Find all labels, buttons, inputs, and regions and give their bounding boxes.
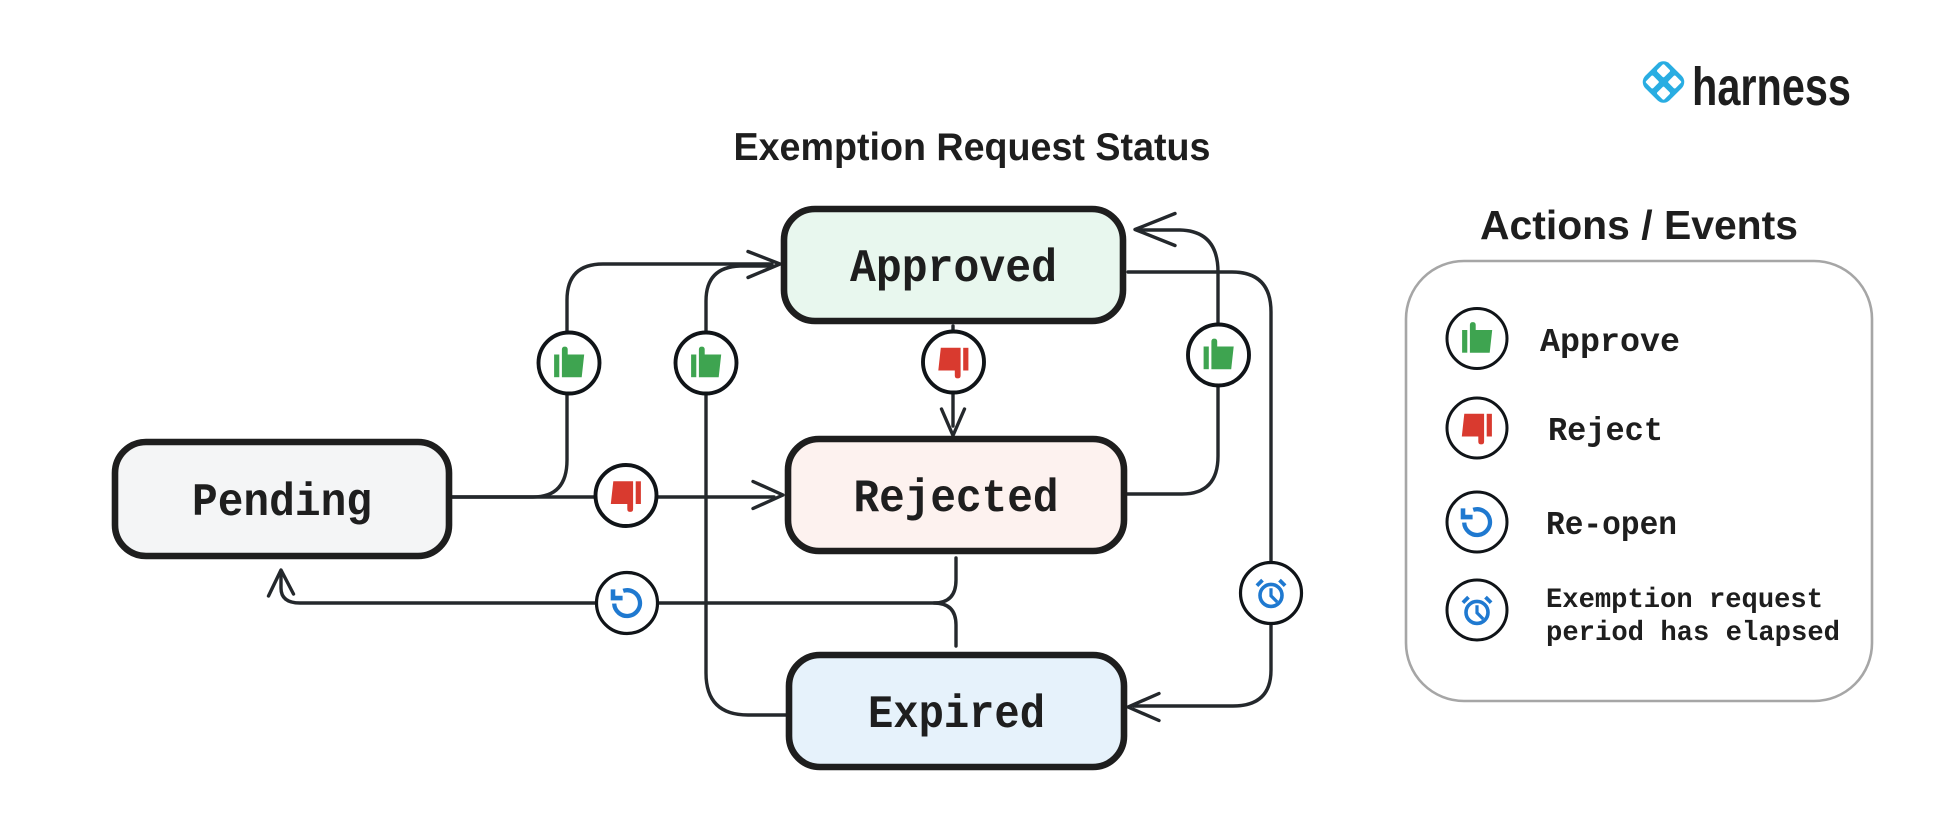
svg-text:Actions / Events: Actions / Events [1480,202,1798,248]
svg-text:Reject: Reject [1548,413,1663,450]
svg-text:Approved: Approved [850,243,1057,295]
svg-text:Rejected: Rejected [854,473,1059,525]
svg-text:Re-open: Re-open [1546,507,1677,544]
svg-text:period has elapsed: period has elapsed [1546,618,1840,649]
svg-text:Expired: Expired [868,689,1045,741]
svg-text:harness: harness [1692,57,1851,117]
svg-text:Exemption request: Exemption request [1546,585,1823,616]
svg-text:Pending: Pending [192,477,372,529]
svg-text:Approve: Approve [1540,324,1680,361]
svg-text:Exemption Request Status: Exemption Request Status [734,126,1211,169]
